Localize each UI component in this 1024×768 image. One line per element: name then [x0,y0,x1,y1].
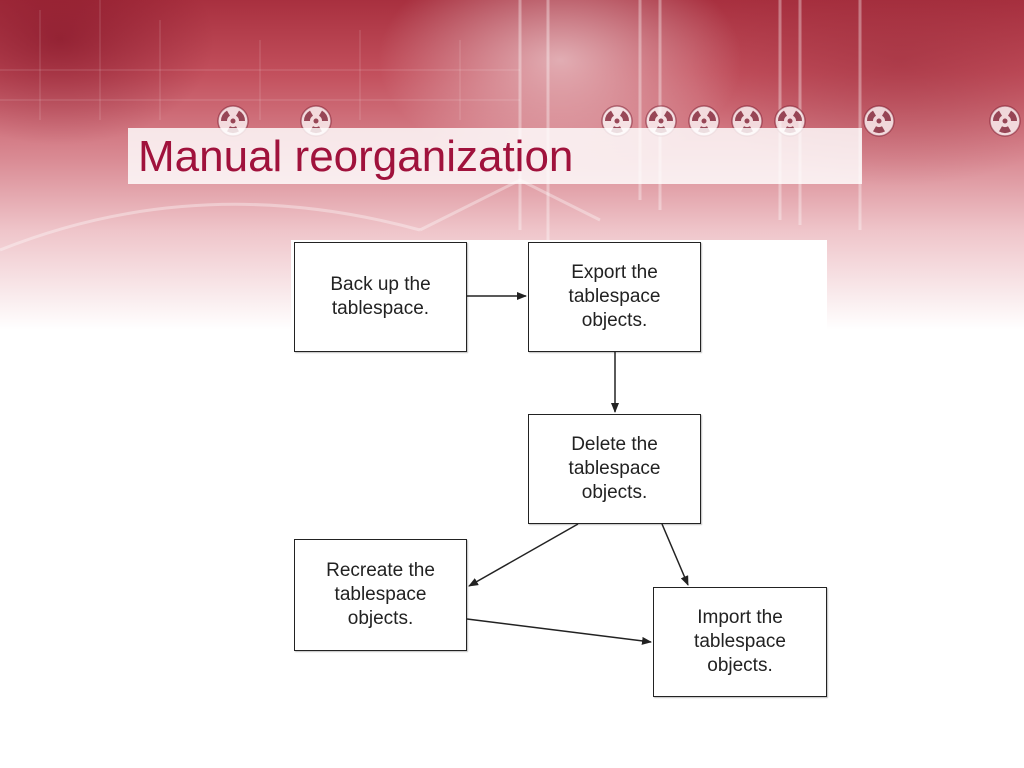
node-recreate: Recreate the tablespace objects. [294,539,467,651]
banner-decoration [0,0,1021,252]
slide-title: Manual reorganization [138,132,574,181]
pipes-illustration [0,0,862,252]
node-export: Export the tablespace objects. [528,242,701,352]
title-box [128,128,862,184]
node-import: Import the tablespace objects. [653,587,827,697]
node-delete: Delete the tablespace objects. [528,414,701,524]
node-backup: Back up the tablespace. [294,242,467,352]
